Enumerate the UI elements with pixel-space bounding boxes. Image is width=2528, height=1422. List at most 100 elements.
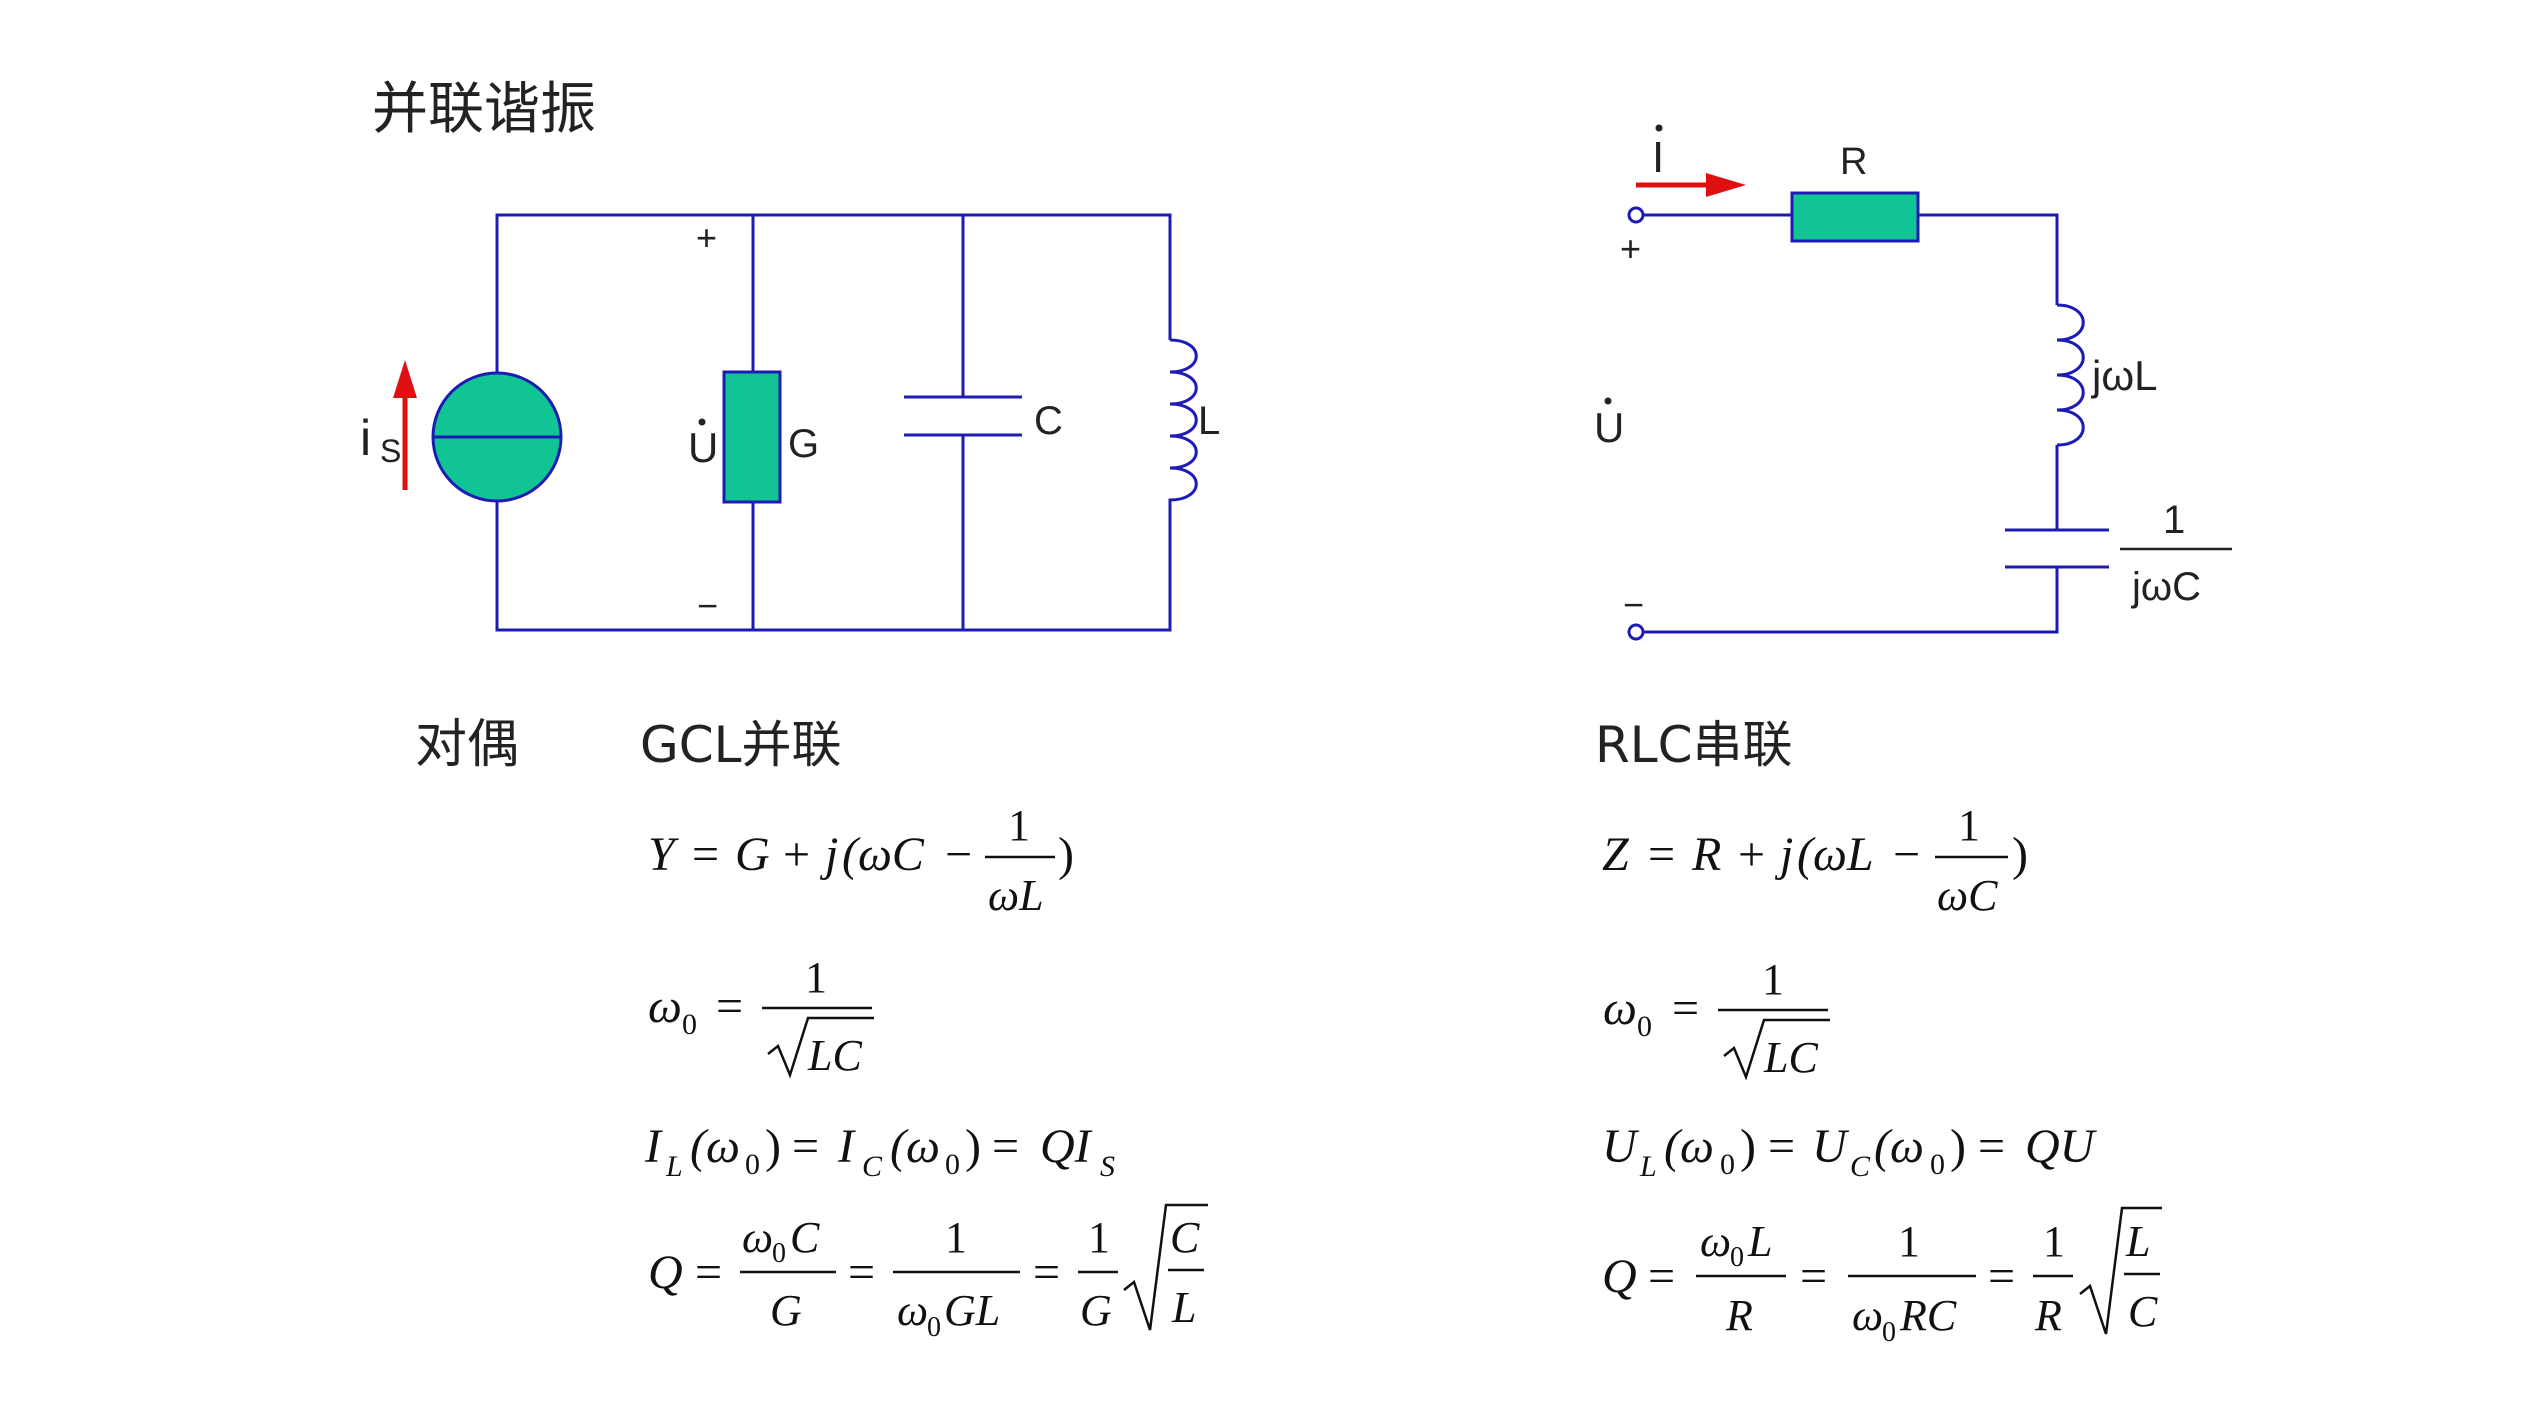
svg-text:): ) bbox=[765, 1120, 781, 1173]
svg-text:0: 0 bbox=[1720, 1148, 1735, 1181]
svg-text:=: = bbox=[1648, 828, 1675, 881]
svg-text:1: 1 bbox=[1088, 1213, 1110, 1262]
svg-text:1: 1 bbox=[1898, 1217, 1920, 1266]
svg-text:C: C bbox=[862, 1150, 883, 1183]
svg-text:0: 0 bbox=[682, 1008, 697, 1041]
input-terminal-top bbox=[1627, 206, 1645, 224]
capacitor-symbol bbox=[2005, 528, 2109, 569]
inductor-label: L bbox=[1198, 399, 1220, 443]
quality-factor-formula: Q = ω 0 C G = 1 ω 0 GL = 1 G C L bbox=[648, 1203, 1208, 1343]
capacitor-symbol bbox=[904, 395, 1022, 437]
svg-text:=: = bbox=[692, 828, 719, 881]
svg-text:ωC: ωC bbox=[1937, 871, 1998, 920]
resistor-label: R bbox=[1840, 141, 1867, 183]
gcl-heading: GCL并联 bbox=[640, 716, 842, 774]
capacitor-label: C bbox=[1034, 399, 1063, 443]
rlc-heading: RLC串联 bbox=[1595, 716, 1793, 774]
svg-text:=: = bbox=[1800, 1250, 1827, 1303]
svg-text:+: + bbox=[1738, 828, 1765, 881]
admittance-formula: Y = G + j (ωC − 1 ωL ) bbox=[648, 801, 1074, 920]
svg-text:I: I bbox=[644, 1120, 663, 1173]
capacitor-impedance-numerator: 1 bbox=[2163, 498, 2185, 542]
voltage-phasor-dot bbox=[698, 418, 706, 426]
svg-text:+: + bbox=[783, 828, 810, 881]
svg-text:=: = bbox=[848, 1246, 875, 1299]
svg-text:ωL: ωL bbox=[988, 871, 1044, 920]
svg-text:ω: ω bbox=[648, 980, 682, 1033]
svg-text:GL: GL bbox=[944, 1286, 1000, 1335]
parallel-gcl-circuit: i S G U + − C L bbox=[360, 213, 1220, 632]
svg-text:=: = bbox=[792, 1120, 819, 1173]
svg-text:L: L bbox=[2125, 1217, 2150, 1266]
svg-text:1: 1 bbox=[1008, 801, 1030, 850]
source-current-arrow bbox=[393, 360, 417, 490]
quality-factor-formula: Q = ω 0 L R = 1 ω 0 RC = 1 R L C bbox=[1602, 1206, 2162, 1348]
plus-sign: + bbox=[1620, 228, 1641, 269]
resistor-symbol bbox=[1790, 191, 1920, 243]
svg-text:=: = bbox=[1978, 1120, 2005, 1173]
svg-text:ω: ω bbox=[1603, 982, 1637, 1035]
svg-text:): ) bbox=[1740, 1120, 1756, 1173]
resonant-voltage-formula: U L (ω 0 ) = U C (ω 0 ) = QU bbox=[1602, 1120, 2098, 1183]
svg-text:ω: ω bbox=[1700, 1217, 1731, 1266]
conductance-symbol bbox=[722, 370, 782, 504]
svg-text:): ) bbox=[965, 1120, 981, 1173]
svg-text:C: C bbox=[790, 1213, 820, 1262]
svg-text:1: 1 bbox=[2043, 1217, 2065, 1266]
svg-text:(ω: (ω bbox=[1874, 1120, 1924, 1173]
svg-text:U: U bbox=[1602, 1120, 1640, 1173]
svg-text:1: 1 bbox=[1958, 801, 1980, 850]
svg-text:R: R bbox=[1725, 1291, 1753, 1340]
svg-text:1: 1 bbox=[945, 1213, 967, 1262]
svg-text:C: C bbox=[2128, 1287, 2158, 1336]
voltage-phasor-dot bbox=[1604, 397, 1612, 405]
svg-text:R: R bbox=[1691, 828, 1721, 881]
current-arrow bbox=[1636, 173, 1746, 197]
svg-text:0: 0 bbox=[1882, 1317, 1896, 1348]
inductor-impedance-label: jωL bbox=[2090, 352, 2157, 399]
voltage-label: U bbox=[688, 424, 718, 471]
inductor-symbol bbox=[2056, 303, 2085, 447]
svg-text:(ω: (ω bbox=[690, 1120, 740, 1173]
svg-text:R: R bbox=[2034, 1291, 2062, 1340]
svg-text:−: − bbox=[945, 828, 972, 881]
svg-text:0: 0 bbox=[745, 1148, 760, 1181]
svg-text:G: G bbox=[1080, 1286, 1112, 1335]
svg-text:−: − bbox=[1893, 828, 1920, 881]
input-terminal-bottom bbox=[1627, 623, 1645, 641]
svg-text:Q: Q bbox=[1602, 1250, 1637, 1303]
svg-text:Q: Q bbox=[648, 1246, 683, 1299]
svg-text:QI: QI bbox=[1040, 1120, 1093, 1173]
svg-text:1: 1 bbox=[805, 953, 827, 1002]
conductance-label: G bbox=[788, 422, 819, 466]
minus-sign: − bbox=[1623, 584, 1644, 625]
svg-text:G: G bbox=[735, 828, 770, 881]
svg-text:(ωC: (ωC bbox=[842, 828, 925, 881]
svg-text:L: L bbox=[1171, 1283, 1196, 1332]
svg-text:RC: RC bbox=[1899, 1291, 1957, 1340]
svg-text:): ) bbox=[2012, 828, 2028, 881]
svg-text:L: L bbox=[1639, 1150, 1657, 1183]
svg-text:=: = bbox=[1672, 982, 1699, 1035]
current-source-symbol bbox=[431, 371, 563, 503]
svg-text:Z: Z bbox=[1602, 828, 1630, 881]
svg-text:0: 0 bbox=[945, 1148, 960, 1181]
svg-text:L: L bbox=[1747, 1217, 1772, 1266]
svg-text:0: 0 bbox=[1930, 1148, 1945, 1181]
impedance-formula: Z = R + j (ωL − 1 ωC ) bbox=[1602, 801, 2028, 920]
svg-text:ω: ω bbox=[897, 1286, 928, 1335]
svg-text:=: = bbox=[1648, 1250, 1675, 1303]
svg-text:L: L bbox=[665, 1150, 683, 1183]
plus-sign: + bbox=[696, 217, 717, 258]
voltage-label: U bbox=[1594, 404, 1624, 451]
rlc-formulas: Z = R + j (ωL − 1 ωC ) ω 0 = 1 LC U L (ω… bbox=[1602, 801, 2162, 1348]
svg-text:=: = bbox=[1768, 1120, 1795, 1173]
svg-text:=: = bbox=[992, 1120, 1019, 1173]
svg-text:0: 0 bbox=[927, 1312, 941, 1343]
svg-text:): ) bbox=[1950, 1120, 1966, 1173]
svg-text:=: = bbox=[695, 1246, 722, 1299]
source-current-subscript: S bbox=[380, 433, 401, 469]
svg-text:Y: Y bbox=[648, 828, 679, 881]
duality-label: 对偶 bbox=[415, 715, 519, 775]
svg-text:=: = bbox=[716, 980, 743, 1033]
